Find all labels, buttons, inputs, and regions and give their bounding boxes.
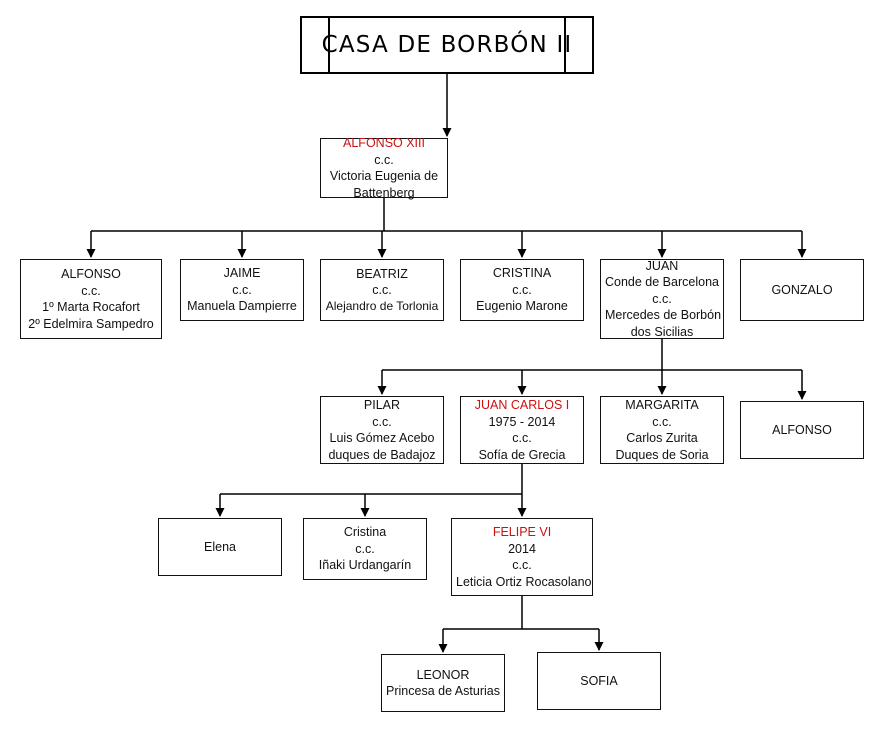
marriage-abbrev: c.c.: [374, 152, 394, 167]
marriage-abbrev: c.c.: [81, 283, 101, 298]
person-detail-line: Leticia Ortiz Rocasolano: [456, 574, 592, 589]
page-title: CASA DE BORBÓN II: [321, 32, 573, 58]
person-name: Cristina: [343, 525, 387, 540]
arrowhead-felipe-vi: [517, 508, 527, 517]
person-detail-line: 2014: [508, 541, 536, 556]
person-name: FELIPE VI: [492, 525, 552, 539]
arrowhead-pilar: [377, 386, 387, 395]
person-detail-line: Sofía de Grecia: [478, 447, 566, 462]
marriage-abbrev: c.c.: [372, 283, 392, 298]
arrowhead-juan-carlos-i: [517, 386, 527, 395]
marriage-abbrev: c.c.: [512, 431, 532, 445]
marriage-abbrev: c.c.: [232, 282, 252, 297]
person-node-gonzalo: GONZALO: [740, 259, 864, 321]
person-name: CRISTINA: [492, 266, 552, 281]
person-name: BEATRIZ: [356, 266, 408, 281]
person-detail-line: Victoria Eugenia de: [329, 169, 439, 183]
person-name: JUAN CARLOS I: [474, 398, 570, 412]
marriage-abbrev: c.c.: [372, 414, 392, 429]
person-name: GONZALO: [771, 282, 833, 297]
arrowhead-gonzalo: [797, 249, 807, 258]
title-banner: CASA DE BORBÓN II: [300, 16, 594, 74]
marriage-abbrev: c.c.: [512, 282, 532, 297]
person-detail-line: Duques de Soria: [615, 447, 709, 462]
person-name: PILAR: [363, 398, 401, 412]
banner-right-panel: [564, 18, 566, 72]
person-name: Elena: [204, 539, 236, 554]
person-detail-line: dos Sicilias: [630, 324, 694, 339]
arrowhead-leonor: [438, 644, 448, 653]
marriage-abbrev: c.c.: [652, 291, 672, 306]
person-detail-line: Battenberg: [353, 185, 415, 200]
arrowhead-margarita: [657, 386, 667, 395]
person-detail-line: Iñaki Urdangarín: [318, 558, 412, 573]
person-detail-line: Luis Gómez Acebo: [329, 431, 435, 445]
person-node-pilar: PILAR c.c. Luis Gómez Acebo duques de Badaj…: [320, 396, 444, 464]
person-detail-line: Eugenio Marone: [476, 299, 568, 314]
person-detail-line: 2º Edelmira Sampedro: [28, 316, 154, 331]
person-name: JAIME: [223, 266, 261, 281]
arrowhead-alfonso-xiii: [442, 128, 452, 137]
banner-left-panel: [328, 18, 330, 72]
person-node-sofia: SOFIA: [537, 652, 661, 710]
person-name: LEONOR: [416, 667, 470, 682]
arrowhead-beatriz: [377, 249, 387, 258]
person-detail-line: Carlos Zurita: [626, 431, 698, 445]
person-detail-line: Alejandro de Torlonia: [325, 298, 439, 313]
person-name: SOFIA: [580, 673, 618, 688]
person-node-beatriz: BEATRIZ c.c.Alejandro de Torlonia: [320, 259, 444, 321]
arrowhead-alfonso-1907: [86, 249, 96, 258]
person-detail-line: Conde de Barcelona: [605, 275, 719, 290]
person-detail-line: Manuela Dampierre: [187, 299, 297, 314]
person-node-alfonso-1941: ALFONSO: [740, 401, 864, 459]
person-detail-line: 1975 - 2014: [488, 414, 556, 429]
marriage-abbrev: c.c.: [652, 414, 672, 429]
arrowhead-cristina-1965: [360, 508, 370, 517]
person-name: JUAN: [645, 258, 679, 273]
person-detail-line: Mercedes de Borbón: [605, 308, 722, 323]
person-node-leonor: LEONOR Princesa de Asturias: [381, 654, 505, 712]
arrowhead-cristina-1911: [517, 249, 527, 258]
person-name: ALFONSO XIII: [343, 136, 425, 150]
person-node-alfonso-1907: ALFONSO c.c. 1º Marta Rocafort 2º Edelmira …: [20, 259, 162, 339]
arrowhead-jaime: [237, 249, 247, 258]
person-name: ALFONSO: [61, 267, 121, 281]
arrowhead-elena: [215, 508, 225, 517]
person-node-alfonso-xiii: ALFONSO XIII c.c. Victoria Eugenia de Batte…: [320, 136, 448, 200]
person-detail-line: 1º Marta Rocafort: [42, 300, 140, 314]
person-node-elena: Elena: [158, 518, 282, 576]
person-detail-line: duques de Badajoz: [328, 447, 436, 462]
marriage-abbrev: c.c.: [355, 541, 375, 556]
person-node-juan-carlos-i: JUAN CARLOS I 1975 - 2014 c.c. Sofía de Gre…: [460, 396, 584, 464]
person-name: ALFONSO: [772, 422, 832, 437]
arrowhead-juan: [657, 249, 667, 258]
person-node-felipe-vi: FELIPE VI 2014 c.c. Leticia Ortiz Rocasolan…: [451, 518, 593, 596]
person-name: MARGARITA: [625, 398, 699, 412]
marriage-abbrev: c.c.: [512, 558, 532, 572]
person-detail-line: Princesa de Asturias: [386, 684, 500, 698]
arrowhead-alfonso-1941: [797, 391, 807, 400]
arrowhead-sofia: [594, 642, 604, 651]
